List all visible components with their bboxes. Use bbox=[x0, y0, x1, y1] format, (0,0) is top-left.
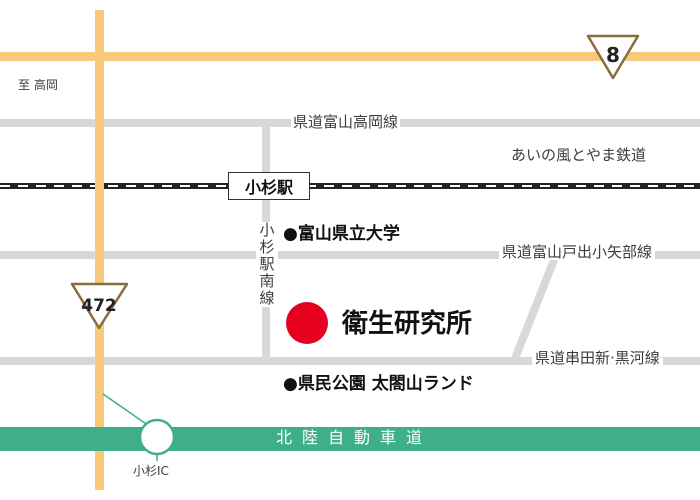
route-8-number: 8 bbox=[606, 43, 620, 67]
poi-kenmin-park: ●県民公園 太閤山ランド bbox=[283, 374, 474, 394]
interchange-label: 小杉IC bbox=[133, 464, 169, 478]
national-routes bbox=[0, 10, 700, 490]
ic-connector-line bbox=[102, 393, 153, 429]
poi-university: ●富山県立大学 bbox=[283, 224, 400, 244]
interchange-circle bbox=[138, 418, 176, 456]
expressway-label: 北陸自動車道 bbox=[276, 428, 433, 447]
route-8-shield: 8 bbox=[586, 34, 640, 80]
road-label-kosugi-ekiminami: 小杉駅南線 bbox=[256, 222, 278, 307]
facility-name: 衛生研究所 bbox=[342, 309, 473, 339]
route-472-shield: 472 bbox=[70, 282, 129, 330]
road-label-kosugi-ekiminami-text: 小杉駅南線 bbox=[259, 221, 275, 307]
expressway-band bbox=[0, 427, 700, 451]
road-label-toyama-takaoka: 県道富山高岡線 bbox=[291, 113, 401, 131]
direction-label: 至 高岡 bbox=[18, 78, 58, 92]
road-diagonal-connector bbox=[510, 253, 560, 363]
road-toyama-toide-oyabe bbox=[0, 251, 700, 259]
station-label: 小杉駅 bbox=[228, 172, 310, 200]
road-label-toyama-toide-oyabe: 県道富山戸出小矢部線 bbox=[499, 245, 656, 260]
railway-label: あいの風とやま鉄道 bbox=[511, 146, 647, 164]
route-472-line bbox=[95, 10, 104, 490]
road-label-kushidashin-kurokawa: 県道串田新·黒河線 bbox=[532, 351, 663, 366]
route-472-number: 472 bbox=[81, 296, 117, 316]
facility-dot bbox=[286, 302, 328, 344]
route-8-line bbox=[0, 52, 700, 61]
road-kushidashin-kurokawa bbox=[0, 357, 700, 365]
railway-line bbox=[0, 183, 700, 189]
